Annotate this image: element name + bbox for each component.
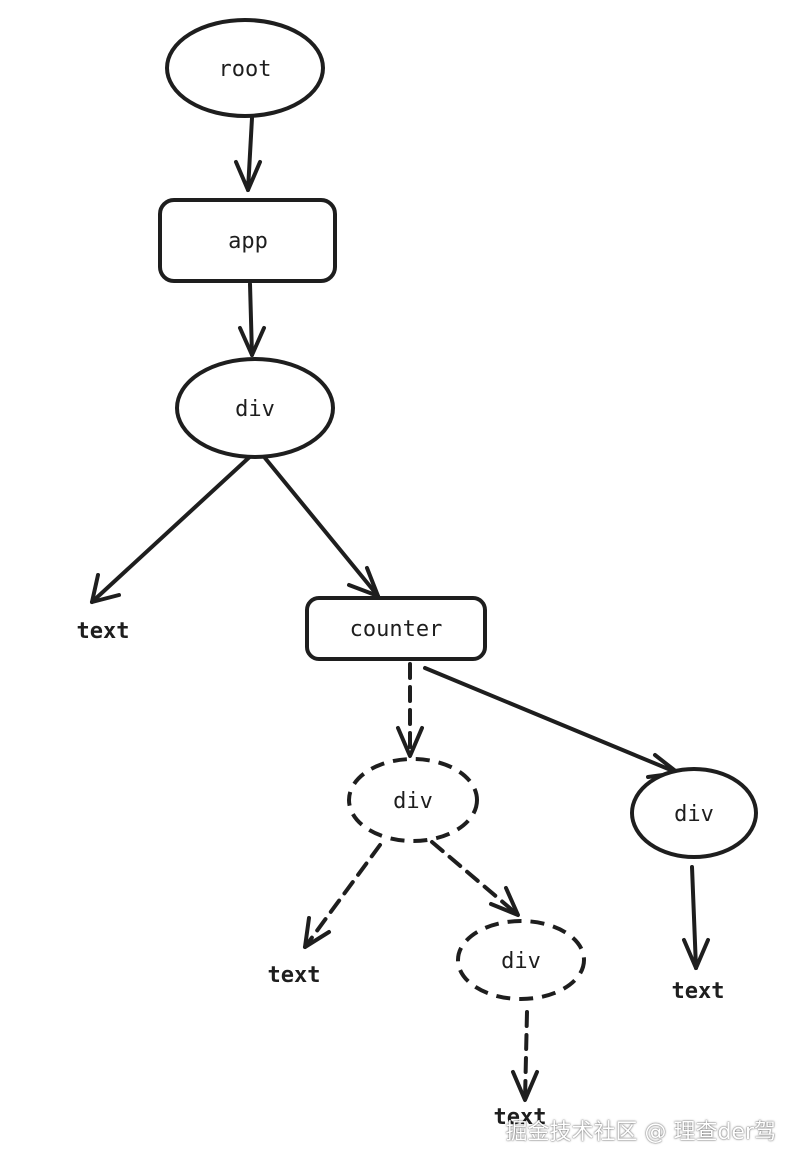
edge-div-counter	[263, 456, 380, 598]
node-text-right-label: text	[672, 979, 725, 1004]
node-div-main: div	[175, 357, 335, 459]
edge-root-app	[234, 116, 262, 192]
edge-div-dashed-text	[303, 843, 382, 949]
edge-app-div	[238, 282, 266, 357]
node-root: root	[165, 18, 325, 118]
node-div-right-label: div	[674, 802, 714, 827]
node-text-right: text	[672, 979, 725, 1004]
node-counter: counter	[305, 596, 487, 661]
edge-div-right-text	[682, 865, 710, 970]
node-div-dashed-1-label: div	[393, 789, 433, 814]
edge-counter-div-right	[423, 666, 680, 779]
node-div-dashed-2-label: div	[501, 949, 541, 974]
edge-div-text-left	[90, 450, 257, 604]
node-text-dashed-1: text	[268, 963, 321, 988]
edge-counter-div-dashed	[396, 662, 424, 758]
edge-div-dashed-div-dashed-2	[430, 840, 520, 917]
node-text-left-label: text	[77, 619, 130, 644]
node-root-label: root	[219, 57, 272, 82]
node-text-dashed-2: text	[494, 1105, 547, 1130]
node-div-dashed-2: div	[456, 919, 586, 1001]
node-text-dashed-2-label: text	[494, 1105, 547, 1130]
node-div-dashed-1: div	[347, 757, 479, 843]
node-app-label: app	[228, 229, 268, 254]
edge-div-dashed-2-text	[511, 1010, 539, 1102]
node-div-right: div	[630, 767, 758, 859]
node-text-dashed-1-label: text	[268, 963, 321, 988]
node-counter-label: counter	[350, 617, 443, 642]
node-text-left: text	[77, 619, 130, 644]
watermark-text: 掘金技术社区 @ 理查der驾	[505, 1120, 776, 1145]
node-app: app	[158, 198, 337, 283]
node-div-main-label: div	[235, 397, 275, 422]
